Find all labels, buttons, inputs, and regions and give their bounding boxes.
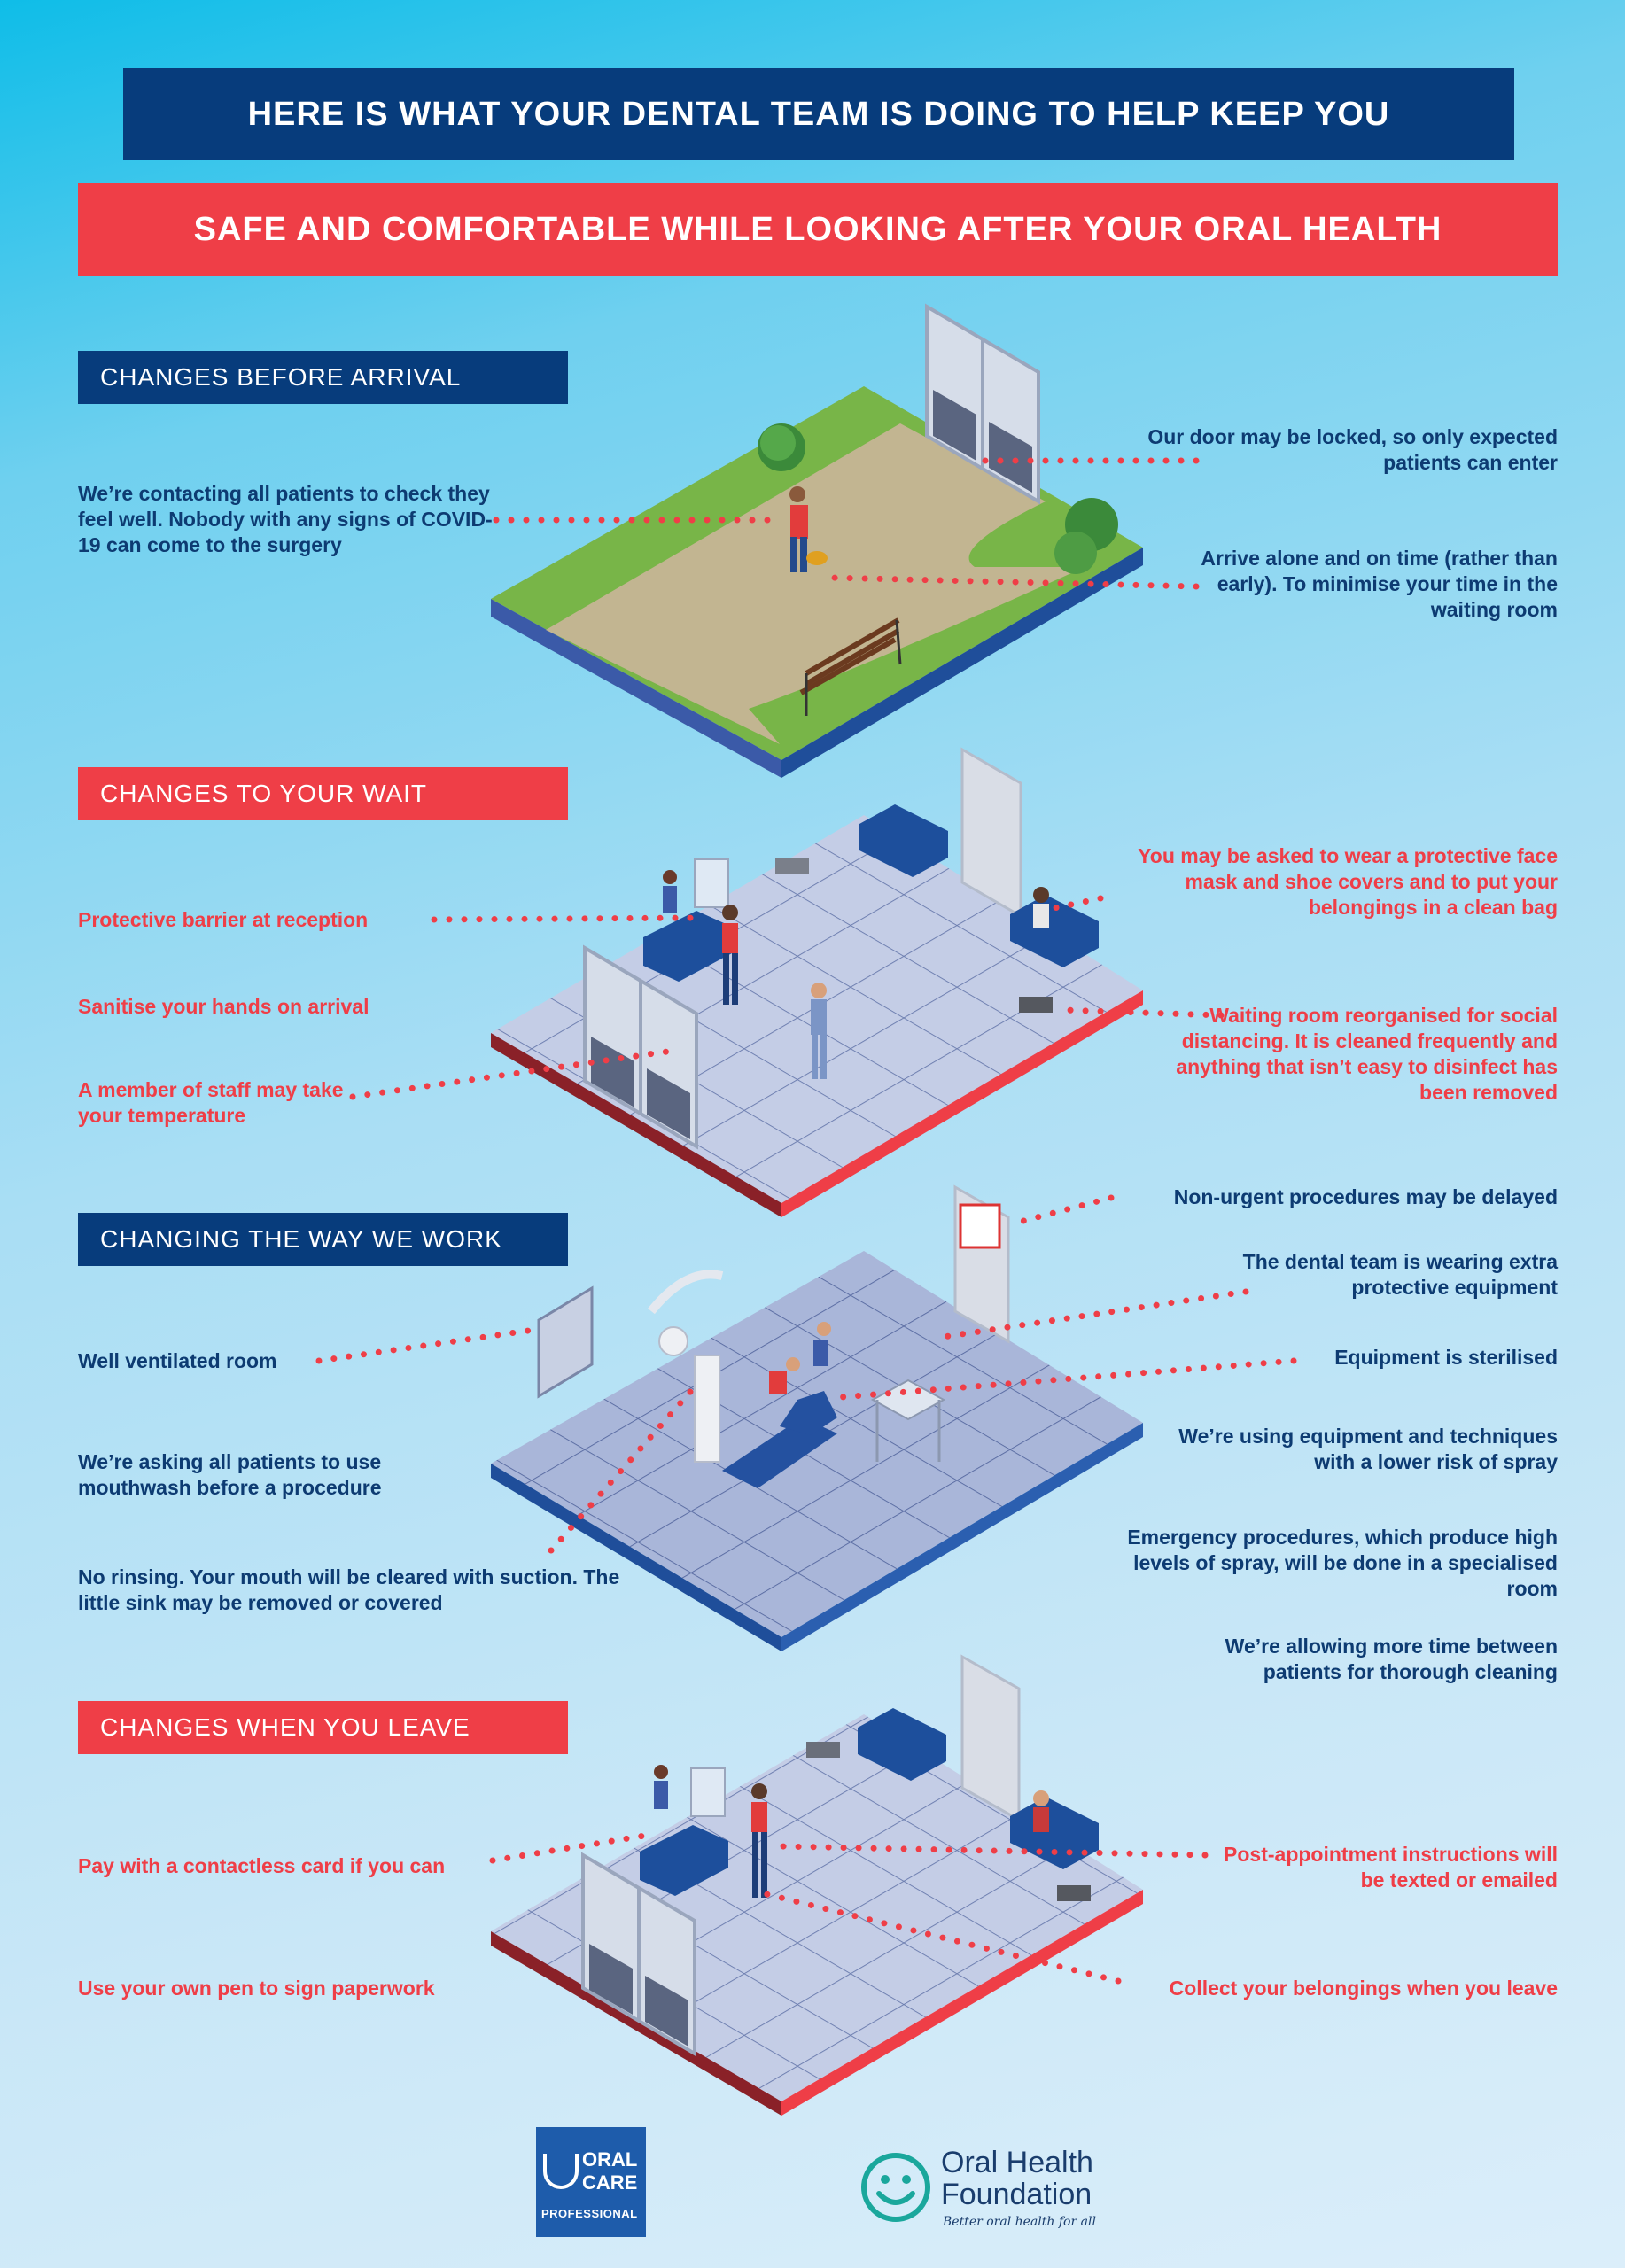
note-more-time-cleaning: We’re allowing more time between patient… (1225, 1635, 1558, 1683)
section-heading-way-we-work: CHANGING THE WAY WE WORK (78, 1213, 568, 1266)
arrival-scene (491, 303, 1143, 778)
note-waiting-room-reorganised: Waiting room reorganised for social dist… (1176, 1004, 1558, 1104)
note-well-ventilated: Well ventilated room (78, 1349, 277, 1372)
logo-ohf-line2: Foundation (941, 2178, 1092, 2211)
section-heading-your-wait: CHANGES TO YOUR WAIT (78, 767, 568, 820)
headline-banner-bottom: SAFE AND COMFORTABLE WHILE LOOKING AFTER… (78, 183, 1558, 276)
note-emergency-procedures: Emergency procedures, which produce high… (1127, 1526, 1558, 1600)
note-equipment-sterilised: Equipment is sterilised (1334, 1346, 1558, 1369)
logo-ucp-line2: CARE (582, 2171, 638, 2194)
smiley-tooth-icon (861, 2153, 930, 2222)
note-protective-equipment: The dental team is wearing extra protect… (1242, 1250, 1558, 1299)
logo-ohf-line1: Oral Health (941, 2146, 1093, 2179)
logo-ohf-tagline: Better oral health for all (943, 2215, 1096, 2229)
section-heading-when-you-leave: CHANGES WHEN YOU LEAVE (78, 1701, 568, 1754)
note-protective-barrier: Protective barrier at reception (78, 908, 369, 931)
note-arrive-alone: Arrive alone and on time (rather than ea… (1201, 547, 1558, 621)
note-non-urgent-delayed: Non-urgent procedures may be delayed (1173, 1185, 1558, 1208)
note-face-mask: You may be asked to wear a protective fa… (1138, 844, 1558, 919)
note-door-locked: Our door may be locked, so only expected… (1147, 425, 1558, 474)
oral-care-professional-logo: ORAL CARE PROFESSIONAL (536, 2127, 646, 2237)
note-collect-belongings: Collect your belongings when you leave (1169, 1977, 1558, 2000)
note-contactless-card: Pay with a contactless card if you can (78, 1854, 446, 1877)
unilever-u-icon (543, 2154, 579, 2189)
headline-banner-top: HERE IS WHAT YOUR DENTAL TEAM IS DOING T… (123, 68, 1514, 160)
logo-ucp-line1: ORAL (582, 2148, 638, 2171)
note-post-appointment-instructions: Post-appointment instructions will be te… (1224, 1843, 1558, 1891)
note-own-pen: Use your own pen to sign paperwork (78, 1977, 435, 2000)
waiting-room-scene (491, 747, 1143, 1217)
note-take-temperature: A member of staff may take your temperat… (78, 1078, 344, 1127)
note-sanitise-hands: Sanitise your hands on arrival (78, 995, 369, 1018)
note-contacting-patients: We’re contacting all patients to check t… (78, 482, 493, 556)
section-heading-before-arrival: CHANGES BEFORE ARRIVAL (78, 351, 568, 404)
note-no-rinsing: No rinsing. Your mouth will be cleared w… (78, 1565, 620, 1614)
note-lower-spray: We’re using equipment and techniques wit… (1178, 1425, 1558, 1473)
leaving-scene (491, 1654, 1143, 2116)
oral-health-foundation-logo: Oral Health Foundation Better oral healt… (859, 2144, 1116, 2229)
logo-ucp-line3: PROFESSIONAL (541, 2207, 638, 2220)
note-mouthwash: We’re asking all patients to use mouthwa… (78, 1450, 382, 1499)
